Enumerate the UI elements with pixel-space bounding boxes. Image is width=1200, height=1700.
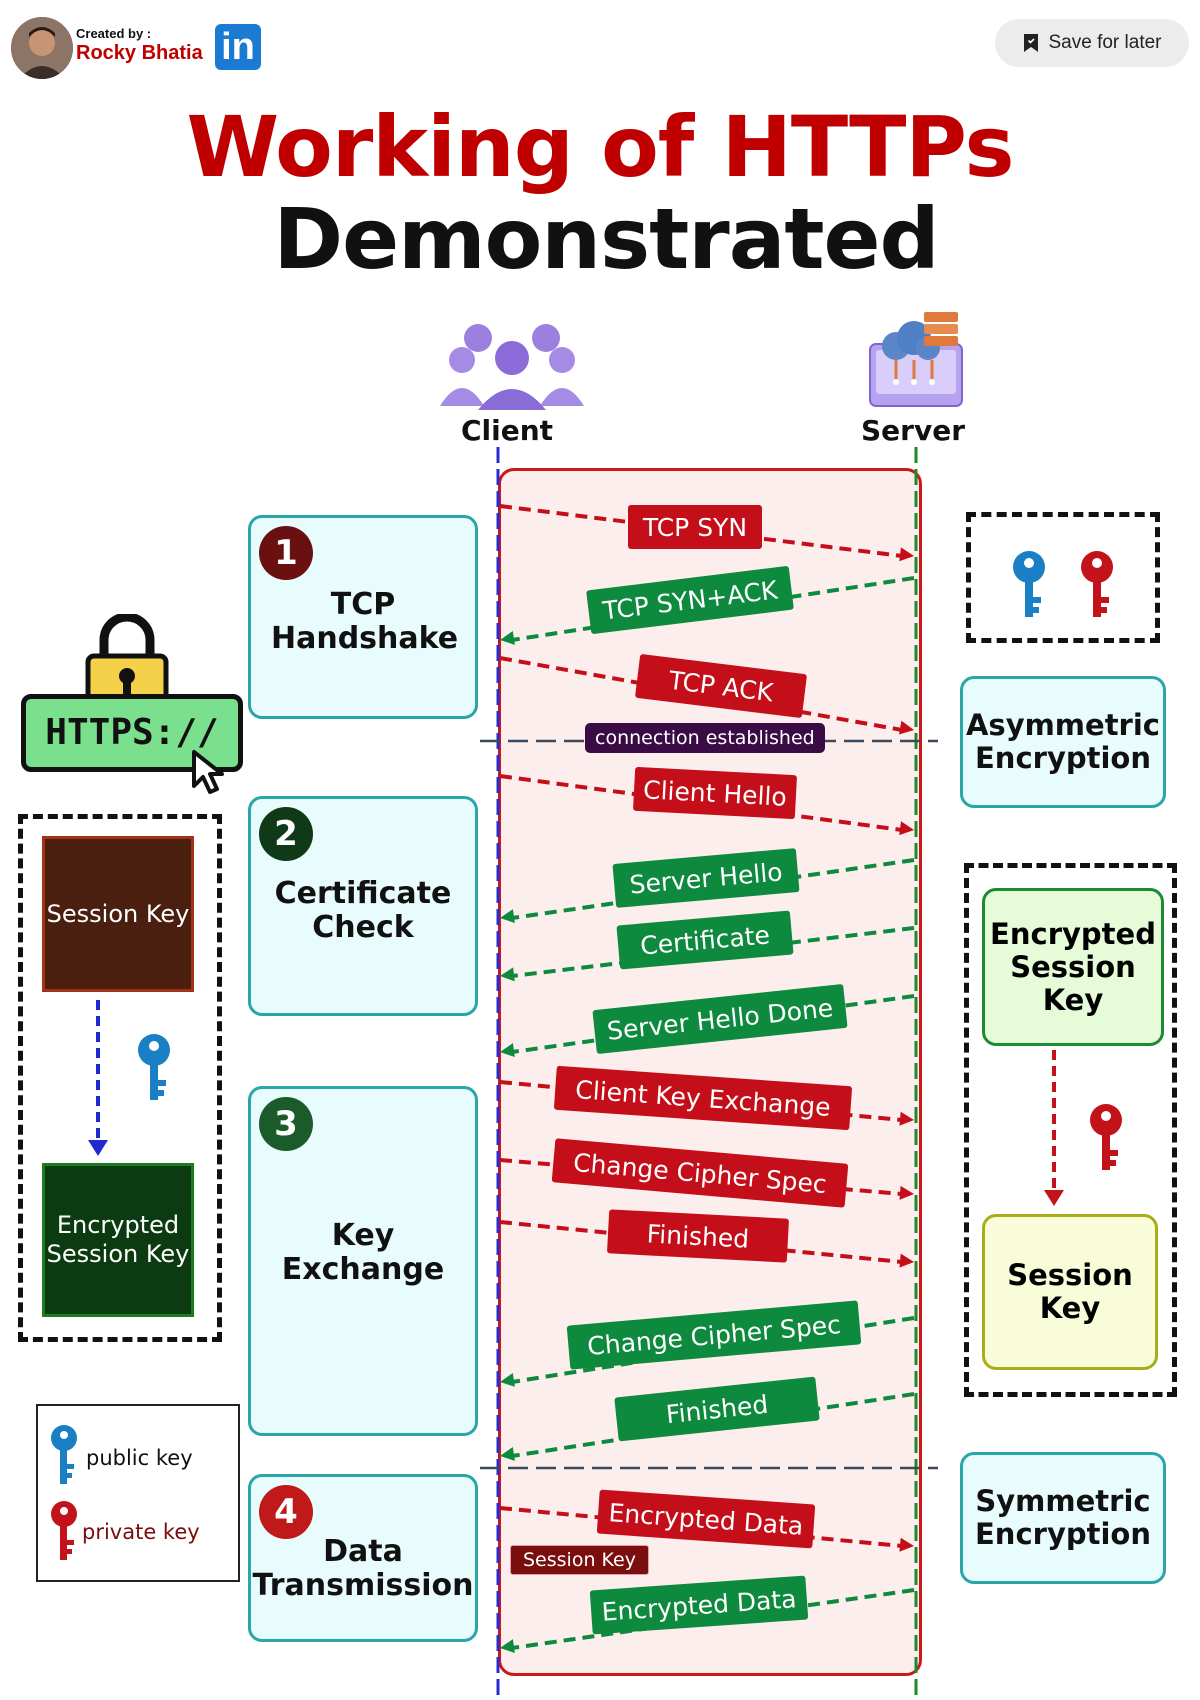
msg-client-hello: Client Hello (632, 766, 798, 820)
message-arrow-head (500, 1372, 515, 1387)
message-arrow-line (499, 656, 903, 732)
message-arrow-head (899, 547, 914, 562)
message-arrow-line (511, 1588, 915, 1650)
step-key-exchange: 3 Key Exchange (248, 1086, 478, 1436)
step-label: Data Transmission (252, 1534, 474, 1603)
step-data-transmission: 4 Data Transmission (248, 1474, 478, 1642)
message-arrow-head (899, 1253, 914, 1268)
author-avatar (11, 17, 73, 79)
step-certificate-check: 2 Certificate Check (248, 796, 478, 1016)
step-label: Key Exchange (281, 1218, 445, 1287)
step-number: 1 (259, 526, 313, 580)
message-arrow-line (511, 994, 915, 1054)
step-label: TCP Handshake (271, 587, 459, 656)
legend-private-key: private key (82, 1520, 200, 1544)
message-arrow-line (511, 1392, 915, 1458)
message-arrow-line (511, 858, 915, 920)
save-label: Save for later (1048, 32, 1162, 53)
step-number: 2 (259, 807, 313, 861)
private-key-icon (1081, 551, 1113, 617)
public-key-icon (138, 1034, 170, 1100)
message-arrow-head (899, 720, 914, 735)
message-arrow-head (899, 1185, 914, 1200)
message-arrow-head (500, 1043, 515, 1058)
legend: public key private key (36, 1404, 240, 1582)
title-line-2: Demonstrated (273, 190, 939, 288)
public-key-icon (1013, 551, 1045, 617)
message-arrow-line (511, 926, 915, 978)
message-arrow-head (500, 631, 515, 645)
message-arrow-line (499, 504, 903, 558)
step-label: Certificate Check (274, 876, 452, 945)
private-key-icon (1090, 1104, 1122, 1170)
session-key-client: Session Key (42, 836, 194, 992)
decrypt-arrow (1044, 1050, 1122, 1206)
message-arrow-head (500, 909, 515, 923)
step-number: 3 (259, 1097, 313, 1151)
client-label: Client (460, 414, 554, 447)
asymmetric-encryption-box: Asymmetric Encryption (960, 676, 1166, 808)
message-arrow-head (500, 1447, 515, 1461)
message-arrow-head (500, 1639, 515, 1653)
legend-public-key: public key (86, 1446, 193, 1470)
title-line-1: Working of HTTPs (186, 98, 1014, 196)
message-arrow-head (899, 1537, 914, 1552)
encrypt-arrow (88, 1000, 170, 1156)
step-tcp-handshake: 1 TCP Handshake (248, 515, 478, 719)
symmetric-encryption-box: Symmetric Encryption (960, 1452, 1166, 1584)
public-key-icon (51, 1425, 77, 1484)
key-pair-box (966, 512, 1160, 643)
server-label: Server (860, 414, 965, 447)
step-number: 4 (259, 1485, 313, 1539)
session-key-encrypt-box (18, 814, 222, 1342)
message-arrow-line (499, 774, 903, 832)
session-key-tag: Session Key (510, 1545, 649, 1575)
session-key-server: Session Key (982, 1214, 1158, 1370)
key-pair-icons (1013, 551, 1113, 617)
session-key-decrypt-box (964, 863, 1177, 1397)
save-for-later-button[interactable]: Save for later (995, 19, 1189, 67)
msg-finished-client: Finished (606, 1209, 790, 1263)
message-arrow-head (500, 967, 515, 982)
cursor-icon (192, 750, 224, 794)
encrypted-session-key-server: Encrypted Session Key (982, 888, 1164, 1046)
msg-tcp-syn: TCP SYN (628, 505, 762, 549)
author-name[interactable]: Rocky Bhatia (76, 42, 203, 64)
bookmark-icon (1023, 34, 1038, 52)
created-by-label: Created by : (76, 26, 152, 41)
private-key-icon (51, 1501, 77, 1560)
client-users-icon (440, 324, 584, 410)
message-arrow-head (899, 821, 914, 836)
linkedin-icon[interactable]: in (215, 24, 261, 70)
message-arrow-line (511, 576, 915, 642)
encrypted-session-key-client: Encrypted Session Key (42, 1163, 194, 1317)
padlock-icon (85, 614, 169, 709)
message-arrow-head (899, 1111, 914, 1126)
connection-established-label: connection established (585, 723, 825, 753)
server-cloud-icon (869, 312, 963, 407)
